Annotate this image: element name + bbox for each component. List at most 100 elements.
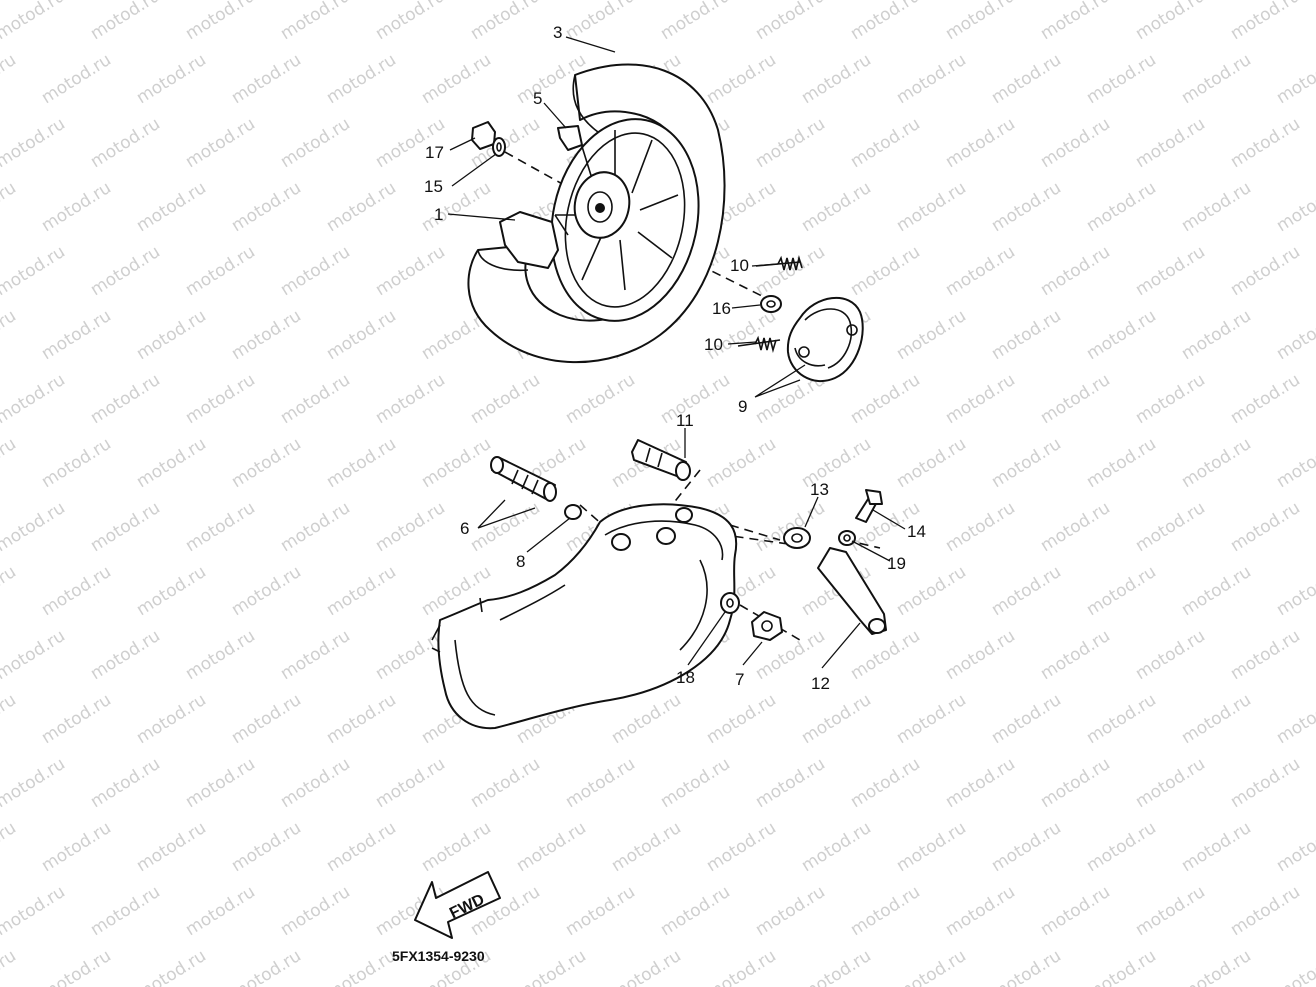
watermark-text: motod.ru <box>277 626 354 684</box>
watermark-text: motod.ru <box>87 882 164 940</box>
watermark-text: motod.ru <box>38 50 115 108</box>
watermark-text: motod.ru <box>1083 562 1160 620</box>
shaft-6 <box>490 456 557 502</box>
watermark-text: motod.ru <box>0 562 20 620</box>
diagram-code: 5FX1354-9230 <box>392 948 485 964</box>
watermark-text: motod.ru <box>38 434 115 492</box>
watermark-text: motod.ru <box>182 0 259 44</box>
watermark-text: motod.ru <box>1037 114 1114 172</box>
watermark-text: motod.ru <box>1227 370 1304 428</box>
watermark-text: motod.ru <box>562 0 639 44</box>
watermark-text: motod.ru <box>277 114 354 172</box>
watermark-text: motod.ru <box>847 114 924 172</box>
watermark-text: motod.ru <box>1083 946 1160 987</box>
watermark-text: motod.ru <box>228 818 305 876</box>
watermark-text: motod.ru <box>893 306 970 364</box>
callout-10-lower: 10 <box>704 335 723 354</box>
watermark-text: motod.ru <box>323 178 400 236</box>
watermark-text: motod.ru <box>277 882 354 940</box>
callout-1: 1 <box>434 205 443 224</box>
watermark-text: motod.ru <box>372 0 449 44</box>
watermark-text: motod.ru <box>847 370 924 428</box>
watermark-text: motod.ru <box>0 50 20 108</box>
watermark-text: motod.ru <box>372 242 449 300</box>
watermark-text: motod.ru <box>323 946 400 987</box>
watermark-text: motod.ru <box>657 754 734 812</box>
watermark-text: motod.ru <box>847 626 924 684</box>
callout-7: 7 <box>735 670 744 689</box>
watermark-text: motod.ru <box>277 242 354 300</box>
bolt-14 <box>855 489 883 523</box>
watermark-text: motod.ru <box>1132 498 1209 556</box>
watermark-text: motod.ru <box>0 306 20 364</box>
watermark-text: motod.ru <box>87 242 164 300</box>
watermark-text: motod.ru <box>1037 0 1114 44</box>
watermark-text: motod.ru <box>513 946 590 987</box>
spring-lower <box>737 335 781 354</box>
watermark-text: motod.ru <box>1273 306 1316 364</box>
watermark-text: motod.ru <box>1037 754 1114 812</box>
watermark-text: motod.ru <box>323 818 400 876</box>
callout-3: 3 <box>553 23 562 42</box>
watermark-text: motod.ru <box>703 946 780 987</box>
callout-13: 13 <box>810 480 829 499</box>
watermark-text: motod.ru <box>942 498 1019 556</box>
watermark-text: motod.ru <box>372 626 449 684</box>
watermark-text: motod.ru <box>228 562 305 620</box>
callout-10-upper: 10 <box>730 256 749 275</box>
watermark-text: motod.ru <box>1037 242 1114 300</box>
watermark-text: motod.ru <box>1083 690 1160 748</box>
watermark-text: motod.ru <box>1132 0 1209 44</box>
callout-16: 16 <box>712 299 731 318</box>
callout-18: 18 <box>676 668 695 687</box>
watermark-text: motod.ru <box>1227 882 1304 940</box>
watermark-text: motod.ru <box>0 114 69 172</box>
watermark-text: motod.ru <box>467 370 544 428</box>
watermark-text: motod.ru <box>0 626 69 684</box>
watermark-text: motod.ru <box>0 242 69 300</box>
watermark-text: motod.ru <box>893 690 970 748</box>
callout-6: 6 <box>460 519 469 538</box>
watermark-text: motod.ru <box>1178 562 1255 620</box>
callout-14: 14 <box>907 522 926 541</box>
watermark-text: motod.ru <box>942 882 1019 940</box>
callout-11: 11 <box>676 411 694 430</box>
watermark-text: motod.ru <box>942 370 1019 428</box>
watermark-text: motod.ru <box>467 0 544 44</box>
watermark-text: motod.ru <box>1227 498 1304 556</box>
watermark-text: motod.ru <box>1178 178 1255 236</box>
watermark-text: motod.ru <box>323 434 400 492</box>
watermark-text: motod.ru <box>847 754 924 812</box>
watermark-text: motod.ru <box>703 50 780 108</box>
watermark-text: motod.ru <box>1273 50 1316 108</box>
watermark-text: motod.ru <box>277 0 354 44</box>
watermark-text: motod.ru <box>1083 178 1160 236</box>
watermark-text: motod.ru <box>608 818 685 876</box>
watermark-text: motod.ru <box>182 882 259 940</box>
watermark-text: motod.ru <box>752 0 829 44</box>
gear-case <box>431 503 738 730</box>
watermark-text: motod.ru <box>1037 498 1114 556</box>
watermark-text: motod.ru <box>942 754 1019 812</box>
watermark-text: motod.ru <box>1227 626 1304 684</box>
watermark-text: motod.ru <box>0 818 20 876</box>
watermark-text: motod.ru <box>182 754 259 812</box>
watermark-text: motod.ru <box>1178 306 1255 364</box>
watermark-text: motod.ru <box>893 434 970 492</box>
washer-19 <box>838 530 856 546</box>
watermark-text: motod.ru <box>752 882 829 940</box>
watermark-text: motod.ru <box>1227 114 1304 172</box>
watermark-text: motod.ru <box>38 562 115 620</box>
watermark-text: motod.ru <box>418 50 495 108</box>
watermark-text: motod.ru <box>182 114 259 172</box>
watermark-text: motod.ru <box>893 818 970 876</box>
watermark-text: motod.ru <box>228 178 305 236</box>
watermark-text: motod.ru <box>87 114 164 172</box>
watermark-text: motod.ru <box>228 690 305 748</box>
watermark-text: motod.ru <box>893 946 970 987</box>
rear-wheel <box>467 63 726 364</box>
watermark-text: motod.ru <box>277 754 354 812</box>
watermark-text: motod.ru <box>0 690 20 748</box>
watermark-text: motod.ru <box>277 498 354 556</box>
watermark-text: motod.ru <box>87 498 164 556</box>
